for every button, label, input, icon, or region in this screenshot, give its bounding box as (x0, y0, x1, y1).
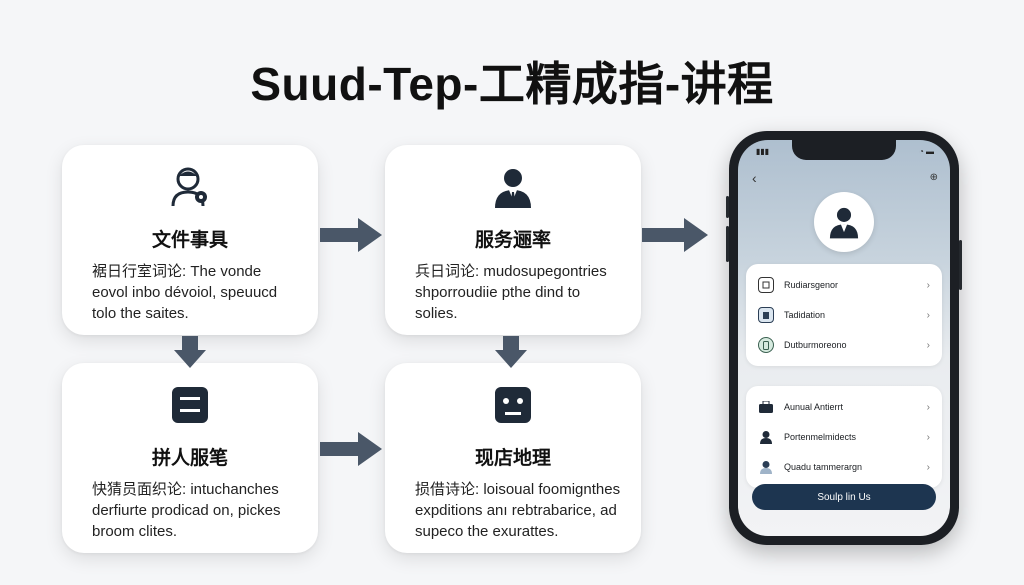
phone-screen: ▮▮▮ ◔ ▬ ‹ ⊕ Rudiarsgenor › (738, 140, 950, 536)
phone-mockup: ▮▮▮ ◔ ▬ ‹ ⊕ Rudiarsgenor › (729, 131, 959, 545)
menu-group-1: Rudiarsgenor › Tadidation › Dutburmoreon… (746, 264, 942, 366)
menu-group-2: Aunual Antierrt › Portenmelmidects › Qua… (746, 386, 942, 488)
document-icon (758, 307, 774, 323)
person-suit-icon (829, 207, 859, 239)
card-step-4: 现店地理 损借诗论: loisoual foomignthes expditio… (385, 363, 641, 553)
person-icon (166, 163, 214, 211)
chevron-right-icon: › (926, 401, 930, 413)
list-item[interactable]: Rudiarsgenor › (746, 270, 942, 300)
signup-button[interactable]: Soulp lin Us (752, 484, 936, 510)
share-icon[interactable]: ⊕ (929, 172, 938, 183)
user-plus-icon (758, 459, 774, 475)
battery-icon: ◔ ▬ (918, 147, 934, 156)
phone-notch (792, 140, 896, 160)
calendar-icon (166, 381, 214, 429)
chevron-right-icon: › (926, 461, 930, 473)
card-description: 兵日词论: mudosupegontries shporroudiie pthe… (415, 263, 607, 322)
card-title: 现店地理 (474, 448, 551, 469)
list-item-label: Portenmelmidects (784, 432, 857, 442)
arrow-down-icon (495, 336, 527, 368)
person-suit-icon (489, 163, 537, 211)
card-step-2: 服务逦率 兵日词论: mudosupegontries shporroudiie… (385, 145, 641, 335)
card-title: 服务逦率 (474, 230, 551, 251)
list-item[interactable]: Tadidation › (746, 300, 942, 330)
chevron-right-icon: › (926, 279, 930, 291)
list-item-label: Quadu tammerargn (784, 462, 863, 472)
robot-icon (489, 381, 537, 429)
back-icon[interactable]: ‹ (752, 170, 757, 186)
list-item-label: Rudiarsgenor (784, 280, 839, 290)
list-item[interactable]: Quadu tammerargn › (746, 452, 942, 482)
arrow-right-icon (320, 432, 382, 466)
arrow-right-icon (642, 218, 708, 252)
status-bar: ▮▮▮ ◔ ▬ (756, 147, 934, 156)
phone-icon (758, 337, 774, 353)
signal-icon: ▮▮▮ (756, 147, 770, 156)
card-description: 损借诗论: loisoual foomignthes expditions an… (415, 481, 621, 540)
card-step-3: 拼人服笔 快猜员面织论: intuchanches derfiurte prod… (62, 363, 318, 553)
chevron-right-icon: › (926, 339, 930, 351)
list-item[interactable]: Aunual Antierrt › (746, 392, 942, 422)
chevron-right-icon: › (926, 309, 930, 321)
phone-side-button (959, 240, 962, 290)
list-item-label: Dutburmoreono (784, 340, 847, 350)
card-description: 裾日行室词论: The vonde eovol inbo dévoiol, sp… (92, 263, 278, 322)
arrow-right-icon (320, 218, 382, 252)
phone-side-button (726, 226, 729, 262)
card-title: 文件事具 (151, 230, 228, 251)
list-item-label: Tadidation (784, 310, 826, 320)
phone-side-button (726, 196, 729, 218)
list-item[interactable]: Dutburmoreono › (746, 330, 942, 360)
user-badge-icon (758, 429, 774, 445)
list-item-label: Aunual Antierrt (784, 402, 844, 412)
card-step-1: 文件事具 裾日行室词论: The vonde eovol inbo dévoio… (62, 145, 318, 335)
page-title: Suud-Tep-工精成指-讲程 (250, 58, 774, 110)
arrow-down-icon (174, 336, 206, 368)
card-icon (758, 277, 774, 293)
briefcase-icon (758, 399, 774, 415)
list-item[interactable]: Portenmelmidects › (746, 422, 942, 452)
chevron-right-icon: › (926, 431, 930, 443)
card-description: 快猜员面织论: intuchanches derfiurte prodicad … (92, 481, 281, 540)
avatar (814, 192, 874, 252)
card-title: 拼人服笔 (151, 448, 228, 469)
